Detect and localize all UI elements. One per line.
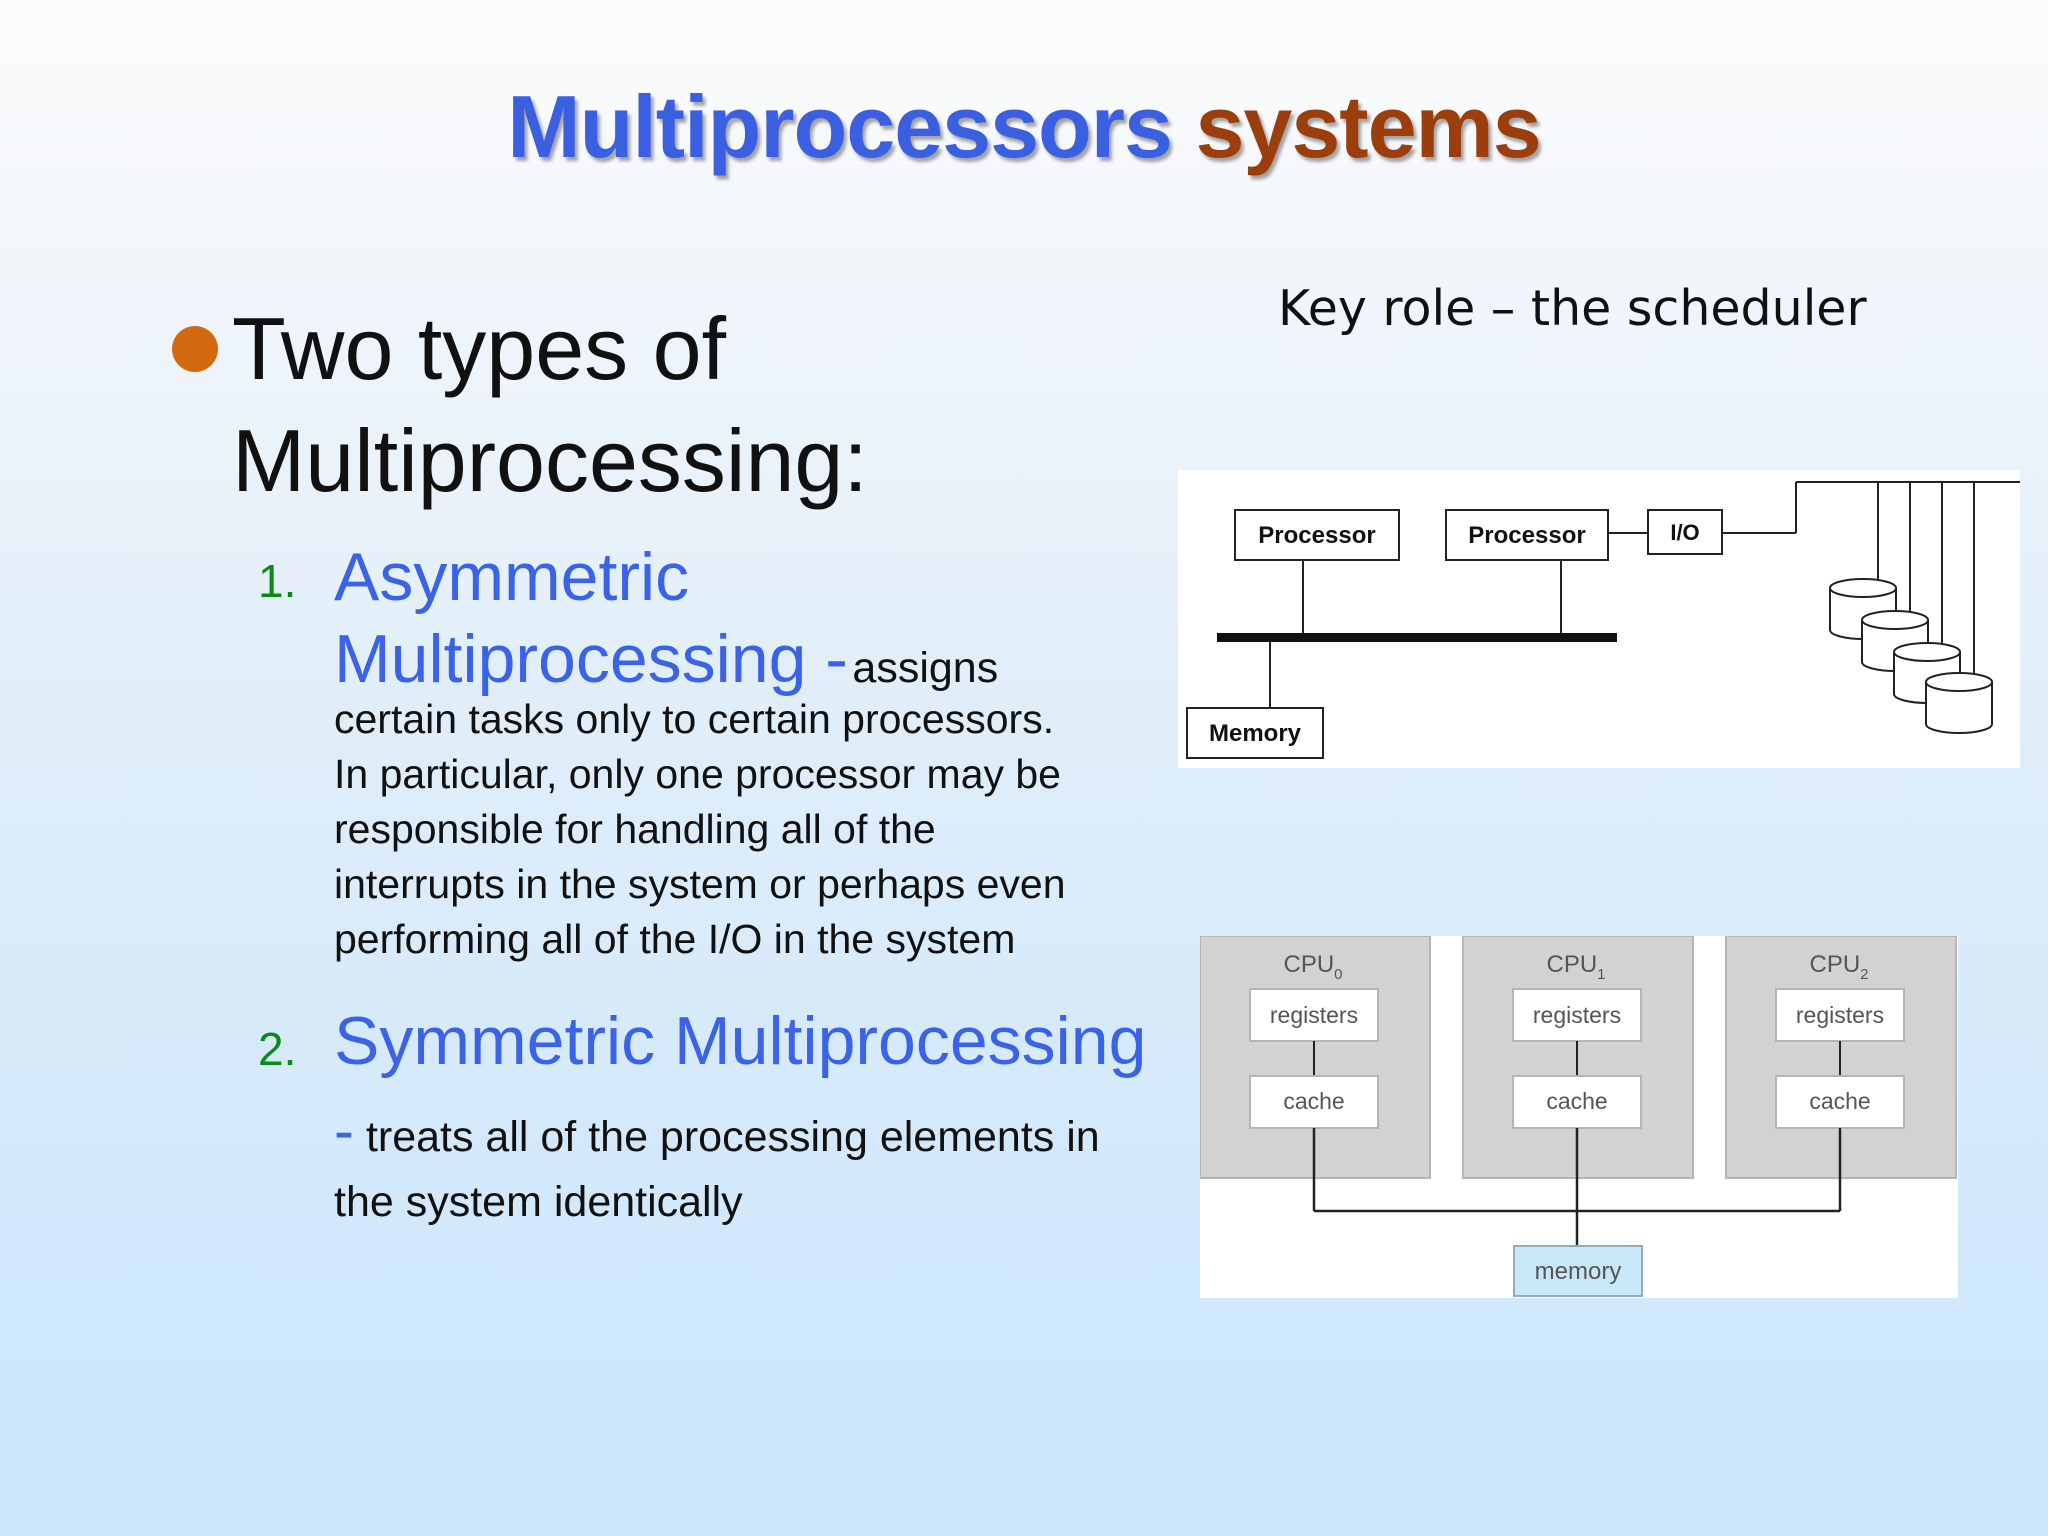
slide-title: Multiprocessors systems bbox=[0, 72, 2048, 182]
cpu-0-registers: registers bbox=[1270, 1002, 1358, 1028]
item-asymmetric: Asymmetric Multiprocessing - assigns cer… bbox=[334, 536, 1164, 967]
system-bus bbox=[1217, 633, 1617, 642]
processor-label-1: Processor bbox=[1258, 522, 1375, 549]
memory-label: Memory bbox=[1209, 720, 1302, 747]
asymmetric-diagram: Processor Processor I/O Memory bbox=[1178, 470, 2020, 768]
io-box bbox=[1647, 509, 1723, 555]
item-1-body: certain tasks only to certain processors… bbox=[334, 692, 1164, 967]
item-1-body-line: responsible for handling all of the bbox=[334, 806, 936, 852]
memory-box bbox=[1186, 707, 1324, 759]
item-2-heading: Symmetric Multiprocessing bbox=[334, 1003, 1147, 1079]
main-bullet-line2: Multiprocessing: bbox=[232, 411, 868, 510]
disk-icon-4 bbox=[1925, 672, 1993, 734]
cpu-block-2: CPU2 registers cache bbox=[1725, 935, 1957, 1179]
cpu-0-cache: cache bbox=[1283, 1088, 1344, 1114]
processor-box-2 bbox=[1445, 509, 1609, 561]
cpu-2-name: CPU bbox=[1809, 951, 1860, 978]
processor-box-1 bbox=[1234, 509, 1400, 561]
item-1-body-line: In particular, only one processor may be bbox=[334, 751, 1061, 797]
cpu-1-name: CPU bbox=[1546, 951, 1597, 978]
item-1-heading-line2: Multiprocessing - bbox=[334, 621, 848, 697]
svg-text:CPU0: CPU0 bbox=[1283, 951, 1342, 983]
title-part-systems: systems bbox=[1195, 77, 1541, 176]
bullet-dot-icon bbox=[172, 326, 218, 372]
symmetric-diagram: CPU0 registers cache CPU1 registers cach… bbox=[1199, 935, 1958, 1298]
symmetric-diagram-svg: CPU0 registers cache CPU1 registers cach… bbox=[1199, 935, 1957, 1297]
shared-memory-box bbox=[1513, 1245, 1643, 1297]
cpu-block-0: CPU0 registers cache bbox=[1199, 935, 1431, 1179]
shared-memory-label: memory bbox=[1535, 1258, 1622, 1285]
item-1-heading-row: Multiprocessing - assigns bbox=[334, 618, 1164, 700]
svg-text:CPU2: CPU2 bbox=[1809, 951, 1868, 983]
cpu-2-sub: 2 bbox=[1860, 966, 1868, 983]
item-2-body-line2: the system identically bbox=[334, 1178, 743, 1226]
cpu-1-registers: registers bbox=[1533, 1002, 1621, 1028]
cpu-2-registers: registers bbox=[1796, 1002, 1884, 1028]
item-1-body-line: interrupts in the system or perhaps even bbox=[334, 861, 1066, 907]
item-1-number: 1. bbox=[258, 555, 297, 607]
item-1-body-line: certain tasks only to certain processors… bbox=[334, 696, 1055, 742]
item-1-heading-line1: Asymmetric bbox=[334, 539, 690, 615]
asymmetric-diagram-svg: Processor Processor I/O Memory bbox=[1186, 481, 2020, 759]
item-2-body-line1: treats all of the processing elements in bbox=[365, 1113, 1100, 1161]
item-1-inline-text: assigns bbox=[852, 644, 999, 692]
cpu-2-cache: cache bbox=[1809, 1088, 1870, 1114]
svg-text:CPU1: CPU1 bbox=[1546, 951, 1605, 983]
key-role-note: Key role – the scheduler bbox=[1278, 280, 1867, 337]
item-2-body: - treats all of the processing elements … bbox=[334, 1090, 1164, 1232]
cpu-0-sub: 0 bbox=[1334, 966, 1342, 983]
title-part-multiprocessors: Multiprocessors bbox=[507, 77, 1173, 176]
main-bullet-line1: Two types of bbox=[232, 299, 727, 398]
io-label: I/O bbox=[1670, 520, 1699, 545]
cpu-1-sub: 1 bbox=[1597, 966, 1605, 983]
item-symmetric: Symmetric Multiprocessing - treats all o… bbox=[334, 1000, 1164, 1232]
main-bullet: Two types of Multiprocessing: bbox=[232, 293, 1112, 517]
item-2-dash: - bbox=[334, 1097, 354, 1164]
item-2-number: 2. bbox=[258, 1023, 297, 1075]
cpu-block-1: CPU1 registers cache bbox=[1462, 935, 1694, 1179]
item-1-body-line: performing all of the I/O in the system bbox=[334, 916, 1016, 962]
cpu-1-cache: cache bbox=[1546, 1088, 1607, 1114]
cpu-0-name: CPU bbox=[1283, 951, 1334, 978]
processor-label-2: Processor bbox=[1468, 522, 1585, 549]
